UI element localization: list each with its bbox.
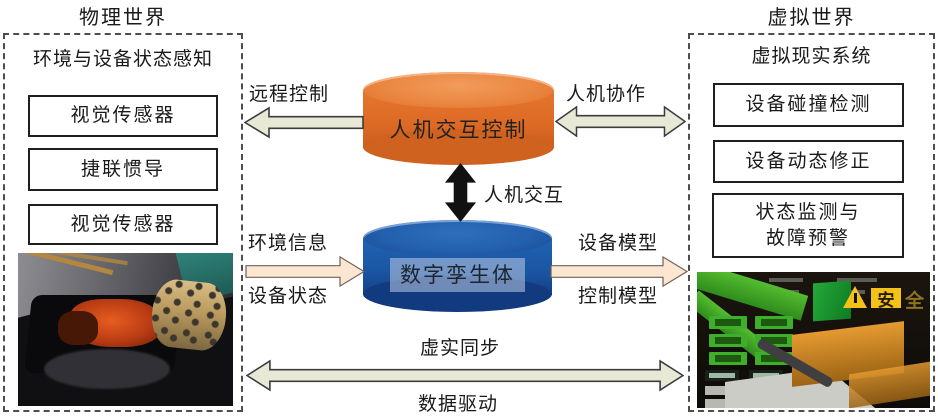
- digital-twin-cylinder: 数字孪生体: [363, 220, 552, 312]
- hmi-control-label: 人机交互控制: [389, 118, 528, 142]
- monitoring-warning-line1: 状态监测与: [755, 201, 861, 223]
- human-machine-interaction-arrow: [444, 163, 477, 222]
- monitoring-warning-box: 状态监测与 故障预警: [712, 193, 904, 258]
- machine-shadow: [58, 311, 98, 345]
- safety-badge: 安: [871, 288, 901, 310]
- device-status-label: 设备状态: [248, 286, 329, 307]
- mine-photo: [18, 253, 233, 406]
- remote-control-label: 远程控制: [249, 84, 330, 105]
- floor-sheen: [44, 349, 170, 389]
- physical-to-twin-arrow: [245, 255, 365, 288]
- env-info-label: 环境信息: [248, 233, 329, 254]
- right-panel-heading: 虚拟现实系统: [751, 46, 872, 67]
- virtual-reality-panel: [688, 33, 935, 412]
- vr-button: [709, 352, 747, 365]
- vr-button: [709, 316, 747, 329]
- vr-panel-item: [705, 386, 735, 395]
- left-panel-heading: 环境与设备状态感知: [32, 49, 213, 70]
- twin-to-virtual-arrow: [550, 255, 688, 288]
- hud-text-placeholder: [837, 278, 877, 282]
- vr-button: [709, 334, 747, 347]
- visual-sensor-box-1: 视觉传感器: [28, 95, 218, 137]
- visual-sensor-box-2: 视觉传感器: [28, 204, 218, 245]
- vr-button: [705, 370, 739, 381]
- digital-twin-label: 数字孪生体: [390, 258, 525, 292]
- vr-button: [755, 316, 793, 329]
- control-model-label: 控制模型: [578, 286, 659, 307]
- vr-button: [749, 370, 783, 381]
- sync-arrow: [246, 359, 684, 392]
- hud-text-placeholder: [837, 290, 865, 294]
- hmi-control-cylinder: 人机交互控制: [363, 72, 554, 165]
- hud-text-placeholder: [769, 278, 803, 282]
- data-driven-label: 数据驱动: [418, 394, 499, 415]
- physical-world-panel: [3, 33, 243, 412]
- physical-world-title: 物理世界: [79, 7, 167, 29]
- monitoring-warning-line2: 故障预警: [765, 227, 850, 249]
- cutting-drum: [148, 277, 230, 353]
- device-model-label: 设备模型: [578, 233, 659, 254]
- strapdown-ins-box: 捷联惯导: [28, 148, 218, 191]
- vr-screenshot: 安 全: [697, 272, 930, 408]
- virtual-world-title: 虚拟世界: [767, 7, 856, 29]
- dynamic-correction-box: 设备动态修正: [713, 140, 904, 183]
- interaction-arrow-label: 人机交互: [484, 185, 565, 206]
- collision-detection-box: 设备碰撞检测: [713, 83, 904, 127]
- collaboration-label: 人机协作: [566, 84, 647, 105]
- remote-control-arrow: [244, 106, 364, 139]
- collaboration-arrow: [555, 105, 686, 138]
- safety-badge-dim-char: 全: [905, 291, 925, 312]
- green-flag: [813, 280, 851, 322]
- virtual-real-sync-label: 虚实同步: [420, 338, 501, 359]
- vr-panel-item: [705, 399, 735, 408]
